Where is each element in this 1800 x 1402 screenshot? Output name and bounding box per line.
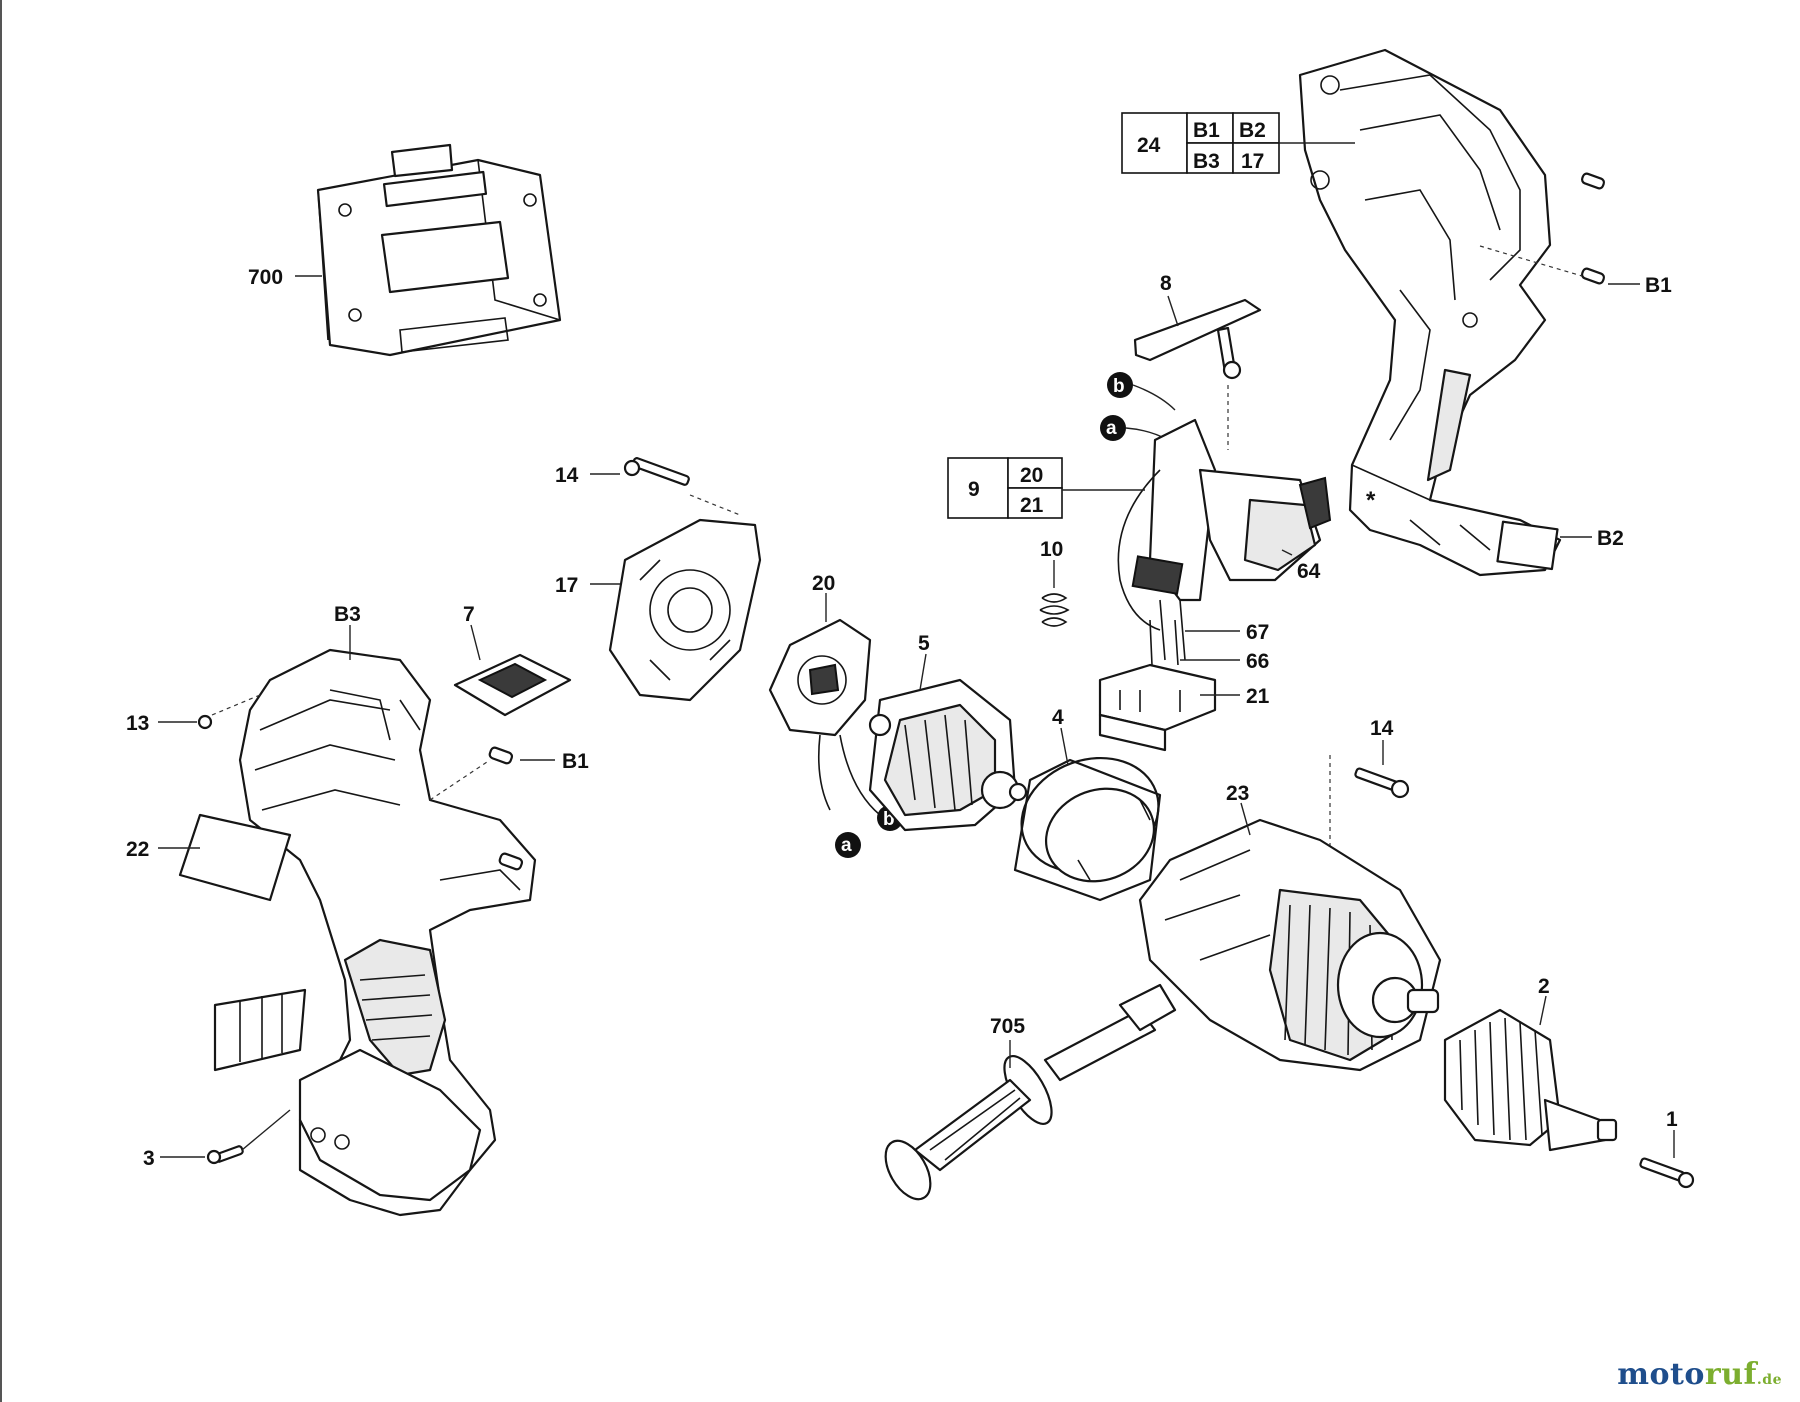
page-left-border — [0, 0, 2, 1402]
kit-21-cell: 21 — [1020, 494, 1044, 517]
callout-b1-right: B1 — [1645, 274, 1672, 297]
wire-b-top — [1132, 384, 1176, 411]
chuck-2 — [1443, 1008, 1618, 1152]
callout-23: 23 — [1226, 782, 1249, 805]
kit-17-cell: 17 — [1241, 150, 1264, 173]
bearing-plate-17 — [608, 518, 762, 702]
leader-5 — [919, 653, 927, 691]
callout-2: 2 — [1538, 975, 1550, 998]
leader-2 — [1539, 995, 1547, 1026]
callout-66: 66 — [1246, 650, 1269, 673]
leader-23 — [1240, 802, 1251, 836]
callout-64: 64 — [1297, 560, 1321, 583]
pin-b1-left — [488, 746, 514, 765]
kit-b2-cell: B2 — [1239, 119, 1266, 142]
callout-21: 21 — [1246, 685, 1270, 708]
dash-14-top — [689, 494, 741, 516]
dash-13 — [211, 694, 261, 716]
callout-17: 17 — [555, 574, 578, 597]
dash-b1-right — [1479, 245, 1583, 277]
electronic-module-21 — [1098, 619, 1217, 752]
callout-13: 13 — [126, 712, 149, 735]
callout-7: 7 — [463, 603, 475, 626]
watermark-logo: motoruf.de — [1617, 1357, 1782, 1392]
wire-marker-b-top: b — [1107, 372, 1133, 398]
callout-67: 67 — [1246, 621, 1269, 644]
wire-marker-a-bottom: a — [835, 832, 861, 858]
screw-3 — [206, 1145, 244, 1165]
slider-7 — [453, 653, 572, 717]
screw-1 — [1639, 1157, 1695, 1189]
leader-64 — [1281, 549, 1293, 556]
kit-b3-cell: B3 — [1193, 150, 1220, 173]
label-22 — [178, 813, 307, 1072]
pin-top-right — [1580, 172, 1606, 190]
callout-10: 10 — [1040, 538, 1063, 561]
svg-text:b: b — [883, 809, 895, 830]
leader-8 — [1167, 295, 1179, 327]
svg-text:b: b — [1113, 376, 1125, 397]
kit-9-label: 9 — [968, 478, 980, 501]
callout-700: 700 — [248, 266, 283, 289]
kit-table-9 — [947, 457, 1063, 519]
callout-22: 22 — [126, 838, 149, 861]
callout-705: 705 — [990, 1015, 1025, 1038]
screw-14-right — [1354, 767, 1410, 799]
carry-case-700 — [316, 143, 562, 357]
callout-1: 1 — [1666, 1108, 1678, 1131]
dash-b1-left — [429, 759, 491, 801]
motor-5 — [868, 678, 1028, 832]
callout-b1-left: B1 — [562, 750, 589, 773]
housing-right-half — [1298, 48, 1562, 577]
kit-24-label: 24 — [1137, 134, 1161, 157]
gearbox-23 — [1138, 818, 1442, 1072]
screw-13 — [197, 714, 213, 730]
kit-table-24 — [1121, 112, 1280, 174]
kit-b1-cell: B1 — [1193, 119, 1220, 142]
callout-b2-right: B2 — [1597, 527, 1624, 550]
callout-14-top: 14 — [555, 464, 579, 487]
housing-left-half — [238, 648, 537, 1217]
kit-20-cell: 20 — [1020, 464, 1043, 487]
callout-5: 5 — [918, 632, 930, 655]
callout-20: 20 — [812, 572, 835, 595]
svg-text:a: a — [841, 835, 852, 856]
callout-3: 3 — [143, 1147, 155, 1170]
ring-4 — [1013, 756, 1162, 902]
callout-8: 8 — [1160, 272, 1172, 295]
sensor-board-20 — [768, 618, 881, 816]
leader-7 — [470, 624, 481, 661]
direction-lever-8 — [1133, 298, 1262, 380]
wire-marker-a-top: a — [1100, 415, 1126, 441]
pin-b1-right — [1580, 267, 1606, 285]
screw-14-top — [623, 457, 690, 486]
callout-b3: B3 — [334, 603, 361, 626]
trigger-star-mark: * — [1366, 487, 1376, 514]
aux-handle-705 — [884, 983, 1177, 1201]
callout-14-right: 14 — [1370, 717, 1394, 740]
pin-lower-left — [498, 852, 524, 871]
leader-4 — [1060, 727, 1069, 766]
callout-4: 4 — [1052, 706, 1064, 729]
leader-3-link — [241, 1109, 291, 1151]
switch-assembly-9 — [1117, 418, 1332, 661]
svg-text:a: a — [1106, 418, 1117, 439]
spring-10 — [1039, 593, 1070, 627]
